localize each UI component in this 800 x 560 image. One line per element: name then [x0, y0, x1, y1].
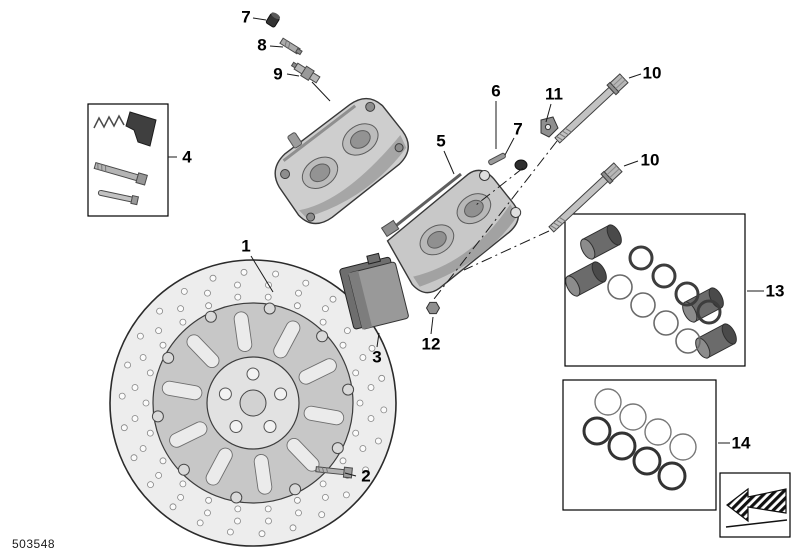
callout-7-top[interactable]: 7 [241, 7, 251, 27]
brake-disc [109, 259, 397, 547]
callout-12[interactable]: 12 [421, 334, 441, 354]
callout-10-upper[interactable]: 10 [642, 63, 662, 83]
pad-pin [488, 152, 506, 166]
direction-arrow-icon [725, 487, 788, 528]
caliper-bolt-lower [548, 162, 623, 233]
cover-cap [425, 301, 441, 315]
brake-caliper-rear [274, 97, 409, 225]
direction-symbol-box [719, 472, 791, 538]
callout-4[interactable]: 4 [182, 147, 192, 167]
mounting-kit-parts [93, 111, 157, 206]
callout-13[interactable]: 13 [765, 281, 785, 301]
disc-carrier-spokes [151, 302, 355, 504]
callout-7-mid[interactable]: 7 [513, 119, 523, 139]
brake-pad-set [339, 252, 409, 330]
center-lines [433, 140, 558, 300]
callout-3[interactable]: 3 [372, 347, 382, 367]
callout-8[interactable]: 8 [257, 35, 267, 55]
callout-1[interactable]: 1 [241, 236, 251, 256]
group-box-4 [87, 103, 169, 217]
callout-9[interactable]: 9 [273, 64, 283, 84]
seal-repair-kit [582, 388, 697, 491]
pin-cap [514, 159, 528, 171]
callout-14[interactable]: 14 [731, 433, 751, 453]
callout-5[interactable]: 5 [436, 131, 446, 151]
disc-bolt [315, 466, 353, 479]
group-box-14 [562, 379, 717, 511]
caliper-bolt-upper [554, 73, 629, 144]
retaining-clip [540, 116, 559, 138]
brake-caliper-front [380, 169, 522, 294]
part-number: 503548 [12, 537, 56, 551]
callout-2[interactable]: 2 [361, 466, 371, 486]
callout-6[interactable]: 6 [491, 81, 501, 101]
disc-drill-holes [118, 268, 388, 538]
disc-hub-holes [218, 367, 288, 433]
callout-11[interactable]: 11 [545, 84, 563, 104]
leader-lines [168, 17, 764, 477]
bleed-valve [290, 61, 321, 84]
group-box-13 [564, 213, 746, 367]
bleed-cap [265, 12, 281, 28]
bleed-screw [279, 37, 303, 56]
callout-10-lower[interactable]: 10 [640, 150, 660, 170]
piston-repair-kit [565, 224, 737, 359]
